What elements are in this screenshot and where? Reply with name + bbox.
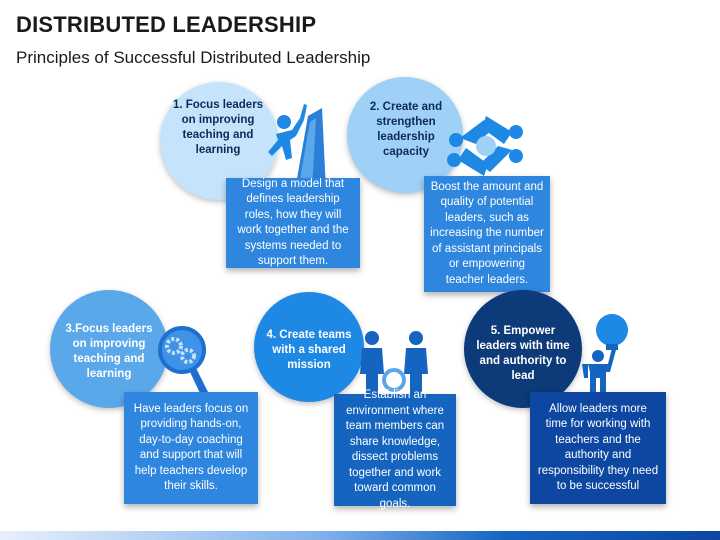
principle-1-heading: 1. Focus leaders on improving teaching a… xyxy=(172,99,264,156)
team-people-icon xyxy=(354,330,438,407)
principle-4-circle xyxy=(254,292,364,402)
footer-gradient-bar xyxy=(0,531,720,540)
principle-3-card: Have leaders focus on providing hands-on… xyxy=(124,392,258,504)
lightbulb-person-icon xyxy=(574,312,634,397)
principle-1-card: Design a model that defines leadership r… xyxy=(226,178,360,268)
principle-4-heading: 4. Create teams with a shared mission xyxy=(266,329,352,371)
principle-2-circle xyxy=(347,77,463,193)
climber-icon xyxy=(240,100,328,195)
principle-3-heading: 3.Focus leaders on improving teaching an… xyxy=(65,323,153,380)
principle-2-heading: 2. Create and strengthen leadership capa… xyxy=(369,101,443,158)
page-title: DISTRIBUTED LEADERSHIP xyxy=(16,12,317,37)
joined-hands-icon xyxy=(440,110,532,187)
principle-5-heading: 5. Empower leaders with time and authori… xyxy=(476,325,570,382)
principle-4-card: Establish an environment where team memb… xyxy=(334,389,456,510)
principle-3-circle xyxy=(50,290,168,408)
principle-5-circle xyxy=(464,290,582,408)
principle-5-card: Allow leaders more time for working with… xyxy=(530,392,666,504)
principle-2-card: Boost the amount and quality of potentia… xyxy=(424,176,550,292)
page-subtitle: Principles of Successful Distributed Lea… xyxy=(16,48,371,67)
